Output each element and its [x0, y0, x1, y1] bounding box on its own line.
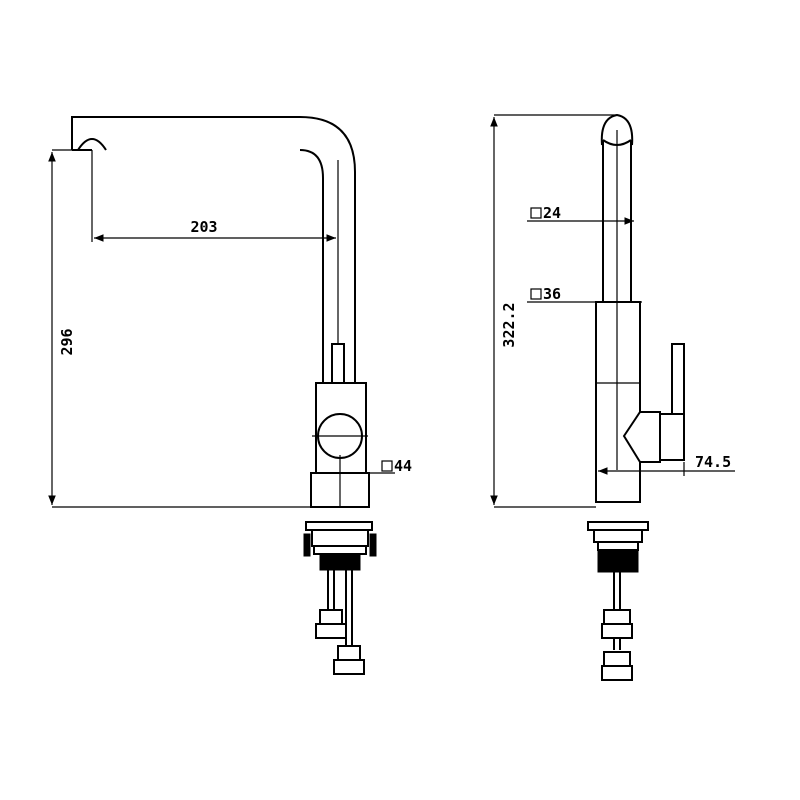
front-base-square-symbol: [381, 460, 393, 472]
front-bracket-right: [369, 533, 377, 557]
side-mount-washer: [597, 541, 639, 551]
front-threaded-shank: [319, 553, 361, 571]
front-spout-nozzle: [77, 138, 107, 151]
side-hose-fitting-lower: [603, 651, 631, 667]
front-spout-outline: [71, 116, 356, 383]
front-bracket-left: [303, 533, 311, 557]
front-hose-fitting-left: [319, 609, 343, 625]
front-mount-plate: [305, 521, 373, 531]
side-threaded-shank: [597, 549, 639, 573]
side-body: [595, 301, 641, 503]
front-view: 296 203 44: [48, 116, 412, 675]
front-mount-nut: [311, 529, 369, 547]
front-height-dim-label: 296: [58, 328, 76, 355]
front-hose-coupler-right: [333, 659, 365, 675]
front-hose-coupler-left: [315, 623, 347, 639]
front-mount-washer: [313, 545, 367, 555]
front-width-dim-label: 203: [190, 218, 217, 236]
front-hose-fitting-right: [337, 645, 361, 661]
side-body-square-symbol: [530, 288, 542, 300]
side-height-dim-label: 322.2: [500, 302, 518, 347]
side-handle-cap: [659, 413, 685, 461]
side-body-square-label: 36: [543, 285, 561, 303]
side-hose-coupler-upper: [601, 623, 633, 639]
side-hose-coupler-lower: [601, 665, 633, 681]
side-hose-fitting-upper: [603, 609, 631, 625]
side-mount-nut: [593, 529, 643, 543]
front-base-square-label: 44: [394, 457, 412, 475]
side-spout-square-symbol: [530, 207, 542, 219]
side-handle-block: [622, 411, 661, 463]
side-view: 322.2 24 36 74.5: [490, 113, 735, 681]
side-spout-square-label: 24: [543, 204, 561, 222]
side-depth-dim-label: 74.5: [695, 453, 731, 471]
side-mount-plate: [587, 521, 649, 531]
side-handle-lever: [671, 343, 685, 415]
